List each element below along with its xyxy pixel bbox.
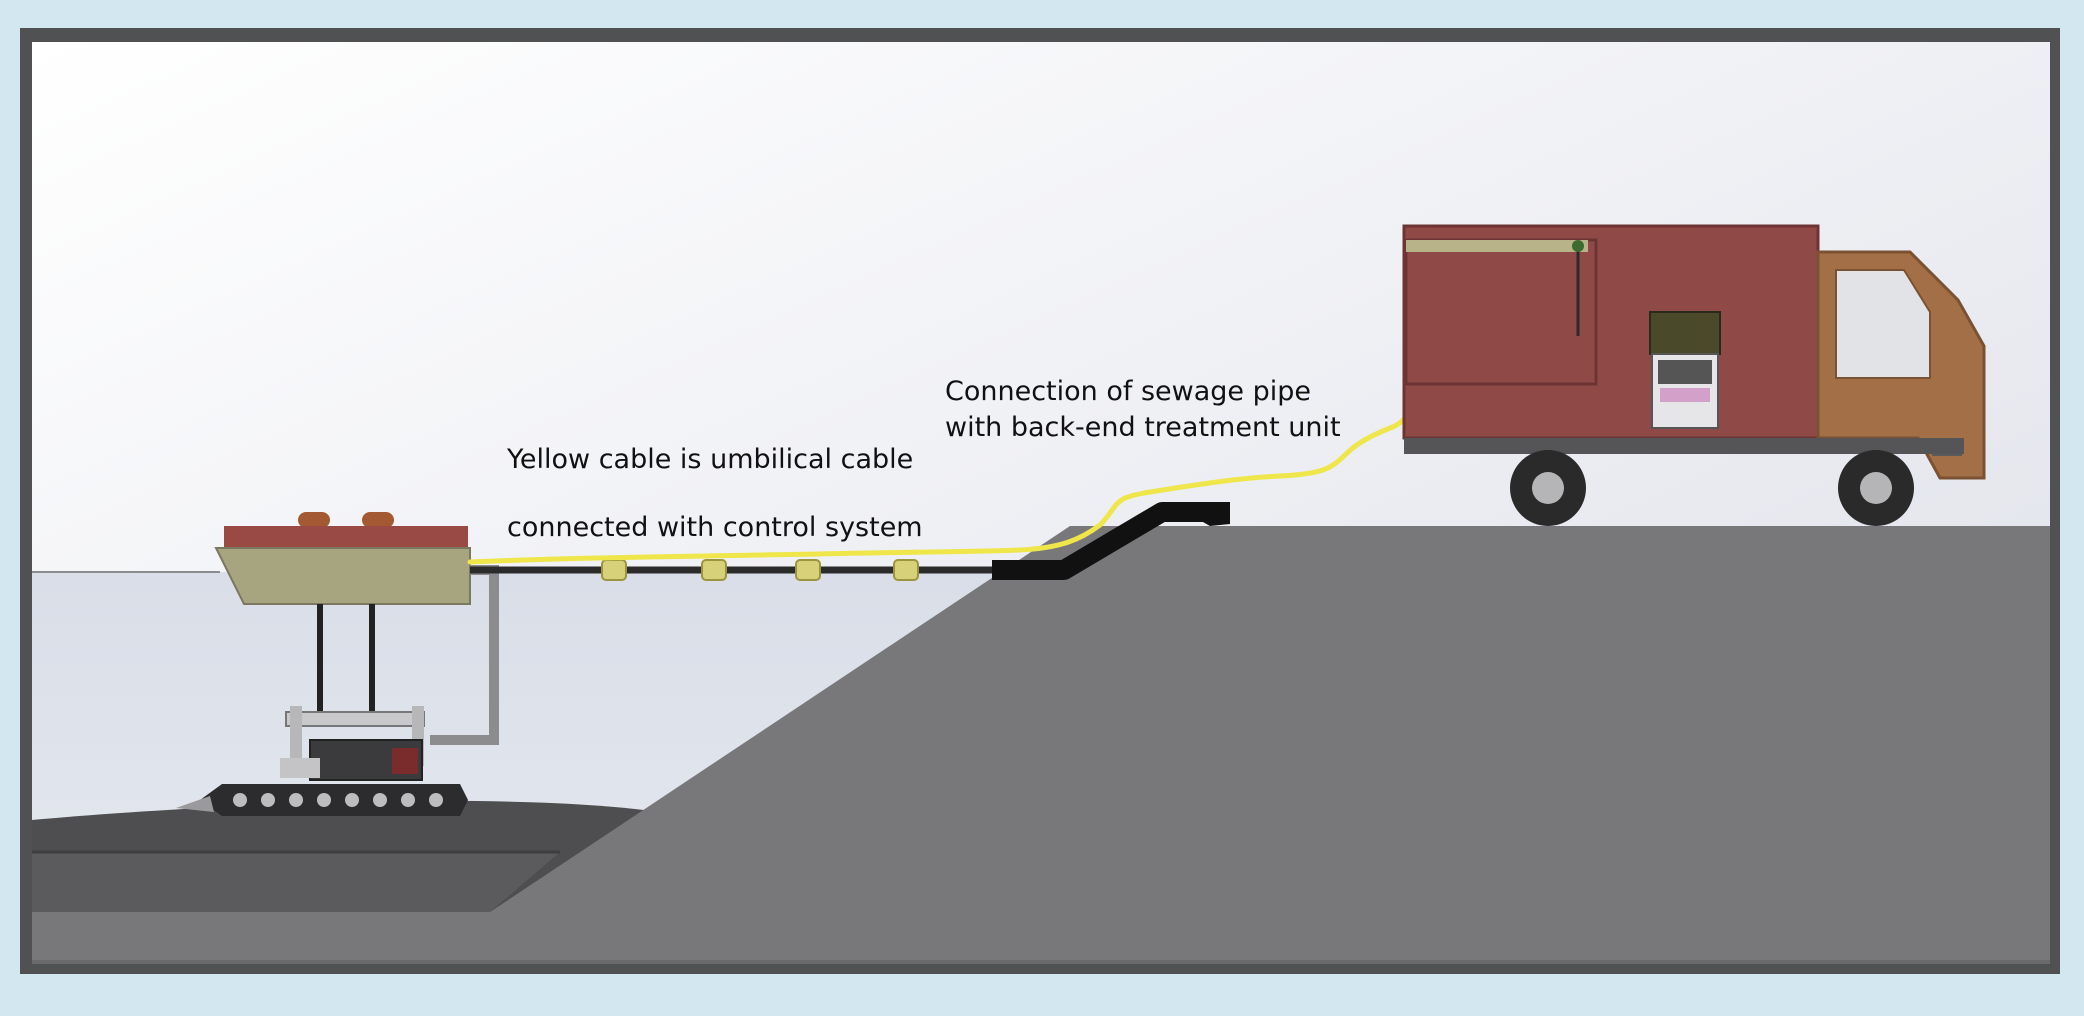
- pontoon-icon: [214, 512, 471, 712]
- pipe-floats: [601, 559, 919, 581]
- crawler-robot-icon: [176, 706, 468, 816]
- treatment-truck-icon: [1402, 224, 1986, 526]
- cable-annotation-line2: connected with control system: [507, 512, 923, 543]
- pipe-annotation: Connection of sewage pipe with back-end …: [945, 374, 1341, 446]
- pipe-annotation-line1: Connection of sewage pipe: [945, 376, 1311, 407]
- sewage-pipe-end: [1168, 502, 1230, 526]
- umbilical-cable: [467, 413, 1411, 565]
- cable-annotation-line1: Yellow cable is umbilical cable: [507, 444, 914, 475]
- embankment: [32, 526, 2050, 962]
- seabed-layer: [32, 852, 560, 912]
- pipe-annotation-line2: with back-end treatment unit: [945, 412, 1341, 443]
